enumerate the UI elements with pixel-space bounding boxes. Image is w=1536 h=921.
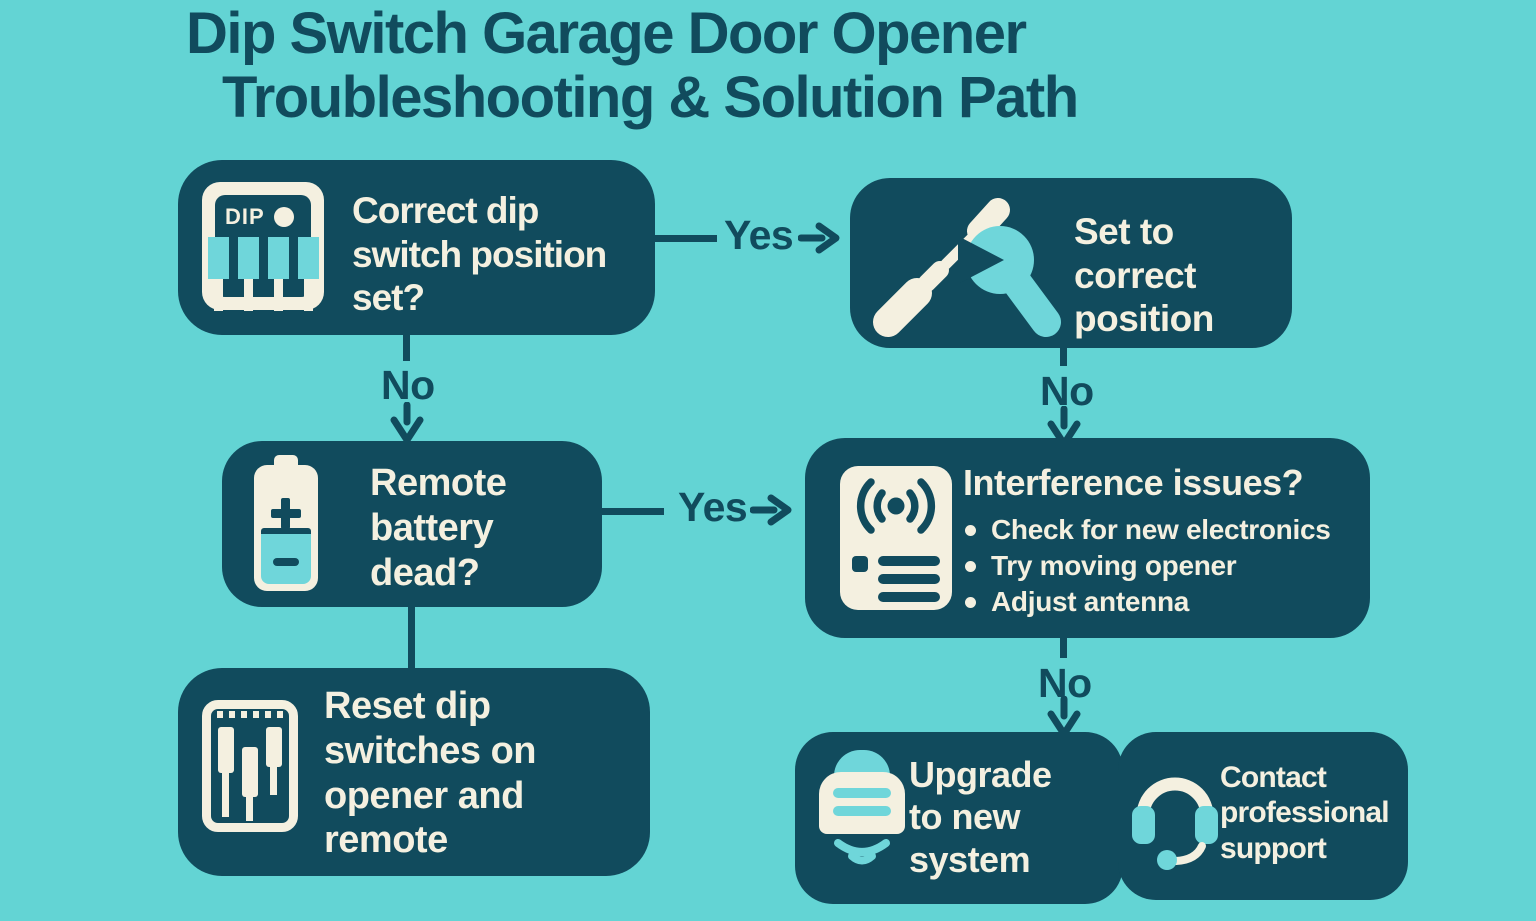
connector-label-yes-2: Yes [678, 484, 748, 530]
connector-line-battery-reset [408, 607, 415, 670]
connector-line-yes-1 [655, 235, 717, 242]
node-battery-question: Remote battery dead? [222, 441, 602, 607]
bullet-item: Adjust antenna [965, 586, 1189, 618]
connector-label-no-1: No [381, 362, 435, 408]
bullet-item: Try moving opener [965, 550, 1237, 582]
dip-switch-lever [237, 237, 259, 311]
node-reset-dip-switches: Reset dip switches on opener and remote [178, 668, 650, 876]
dip-switch-lever [207, 237, 229, 311]
node-upgrade-system: Upgrade to new system [795, 732, 1123, 904]
connector-line-no-3 [1060, 638, 1067, 658]
bullet-text: Try moving opener [991, 550, 1237, 581]
screwdriver-wrench-icon [873, 198, 1061, 337]
page-title-line-1: Dip Switch Garage Door Opener [186, 1, 1027, 66]
bullet-dot [965, 597, 976, 608]
dip-switch-icon: DIP [202, 182, 324, 311]
node-contact-support: Contact professional support [1118, 732, 1408, 900]
dip-icon-label: DIP [225, 204, 265, 229]
connector-line-no-1 [403, 335, 410, 361]
bullet-text: Adjust antenna [991, 586, 1190, 617]
bullet-dot [965, 525, 976, 536]
node-text: Upgrade to new system [909, 754, 1052, 880]
node-dip-switch-question: DIP Correct dip switch position set? [178, 160, 655, 335]
node-text: Correct dip switch position set? [352, 190, 607, 319]
page-title-line-2: Troubleshooting & Solution Path [222, 65, 1079, 130]
node-text: Remote battery dead? [370, 462, 507, 594]
dip-icon-dot [273, 207, 294, 227]
node-text: Contact professional support [1220, 761, 1390, 865]
connector-line-yes-2 [602, 508, 664, 515]
connector-line-no-2 [1060, 348, 1067, 366]
bullet-item: Check for new electronics [965, 514, 1331, 546]
bullet-text: Check for new electronics [991, 514, 1331, 545]
dip-panel-icon [202, 700, 298, 832]
dip-switch-lever [297, 237, 319, 311]
node-set-correct-position: Set to correct position [850, 178, 1292, 348]
connector-label-no-2: No [1040, 368, 1094, 414]
arrow-down-icon [390, 402, 424, 444]
node-text: Reset dip switches on opener and remote [324, 685, 537, 862]
node-title: Interference issues? [963, 462, 1304, 503]
dip-switch-lever [267, 237, 289, 311]
dip-switch-icon-panel: DIP [207, 195, 319, 311]
bullet-dot [965, 561, 976, 572]
garage-opener-icon [819, 750, 905, 868]
radio-signal-icon [840, 466, 952, 610]
arrow-right-icon [798, 222, 840, 254]
battery-icon [254, 455, 318, 591]
headset-icon [1132, 777, 1218, 870]
node-text: Set to correct position [1074, 211, 1214, 340]
arrow-right-icon [750, 494, 792, 526]
node-interference-question: Interference issues? Check for new elect… [805, 438, 1370, 638]
connector-label-yes-1: Yes [724, 212, 794, 258]
